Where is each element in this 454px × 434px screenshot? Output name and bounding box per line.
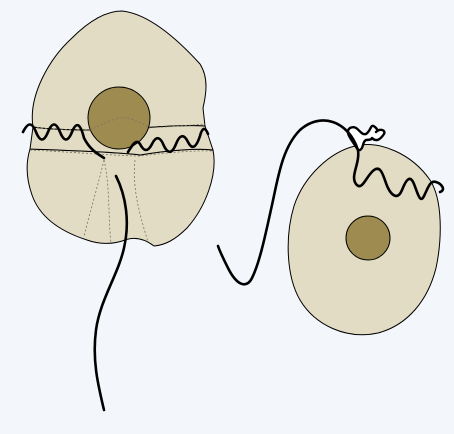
nucleus bbox=[88, 87, 150, 149]
nucleus bbox=[346, 216, 390, 260]
